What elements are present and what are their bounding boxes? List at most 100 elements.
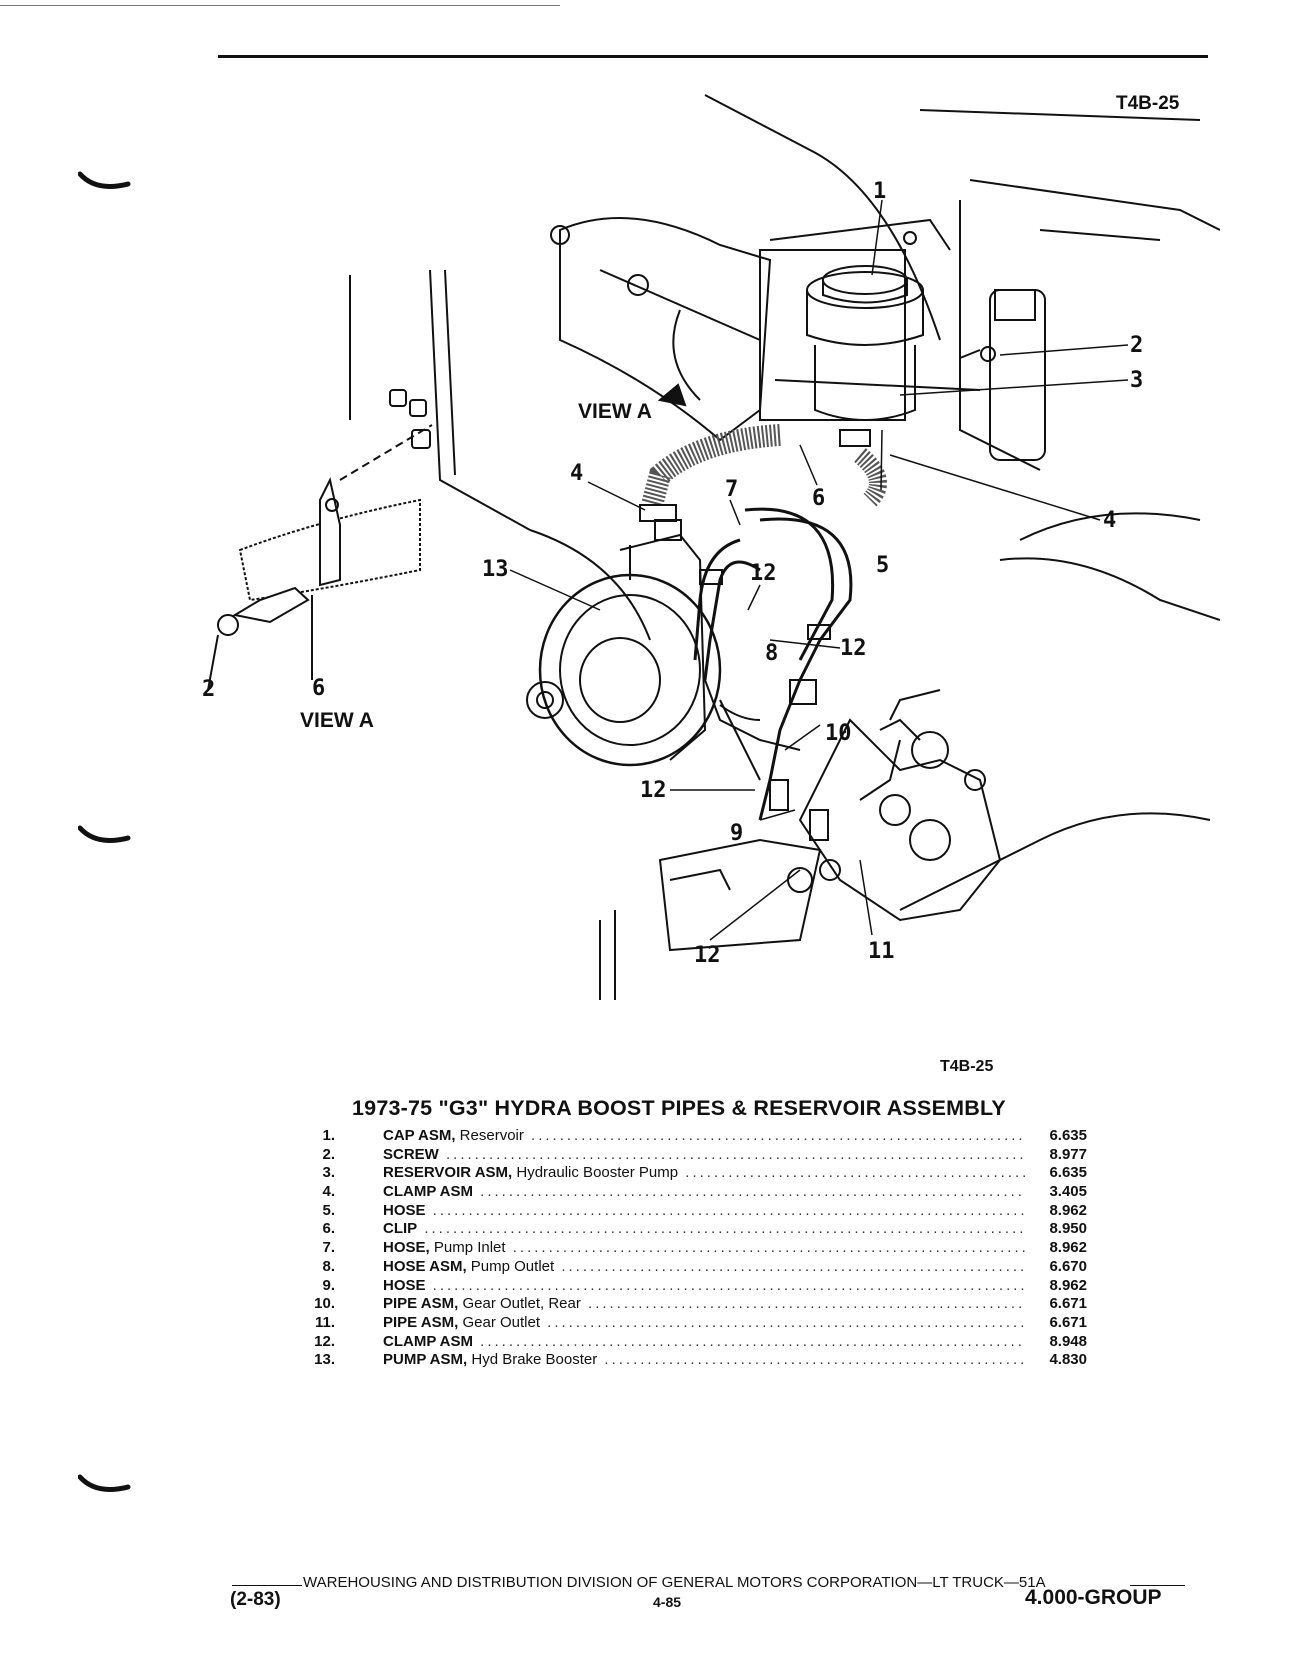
- leader-dots: ........................................…: [588, 1295, 1025, 1313]
- callout: 2: [1130, 333, 1143, 358]
- parts-list-row: 9. HOSE .................................…: [295, 1277, 1095, 1296]
- footer-rule-left: [232, 1585, 302, 1586]
- part-description: CLAMP ASM ..............................…: [383, 1333, 1025, 1352]
- callout: 2: [202, 677, 215, 702]
- part-number: 5.: [322, 1201, 335, 1219]
- engine-bay-outline: [349, 94, 1220, 1000]
- leader-dots: ........................................…: [446, 1145, 1025, 1163]
- callout-numbers: 1 2 3 4 4 5 6 6 7 8 9 10 11 12 12 12 12 …: [202, 179, 1143, 968]
- callout: 6: [812, 486, 825, 511]
- callout: 12: [840, 636, 867, 661]
- binder-ring-mark: [78, 825, 131, 843]
- callout: 10: [825, 721, 852, 746]
- part-code: 8.948: [1049, 1332, 1087, 1350]
- parts-list-row: 7.HOSE, Pump Inlet .....................…: [295, 1239, 1095, 1258]
- parts-list: 1. CAP ASM, Reservoir ...................…: [295, 1127, 1095, 1370]
- part-description: PIPE ASM, Gear Outlet, Rear ............…: [383, 1295, 1025, 1314]
- binder-ring-mark: [78, 171, 131, 189]
- callout: 3: [1130, 368, 1143, 393]
- view-a-caption: VIEW A: [300, 709, 374, 732]
- part-name: HOSE: [383, 1276, 426, 1294]
- callout: 6: [312, 676, 325, 701]
- part-detail: Hyd Brake Booster: [467, 1351, 598, 1369]
- part-code: 6.670: [1049, 1257, 1087, 1275]
- part-description: RESERVOIR ASM, Hydraulic Booster Pump ..…: [383, 1164, 1025, 1183]
- part-code: 8.962: [1049, 1201, 1087, 1219]
- leader-lines: [509, 199, 1129, 941]
- part-number: 12.: [314, 1332, 335, 1350]
- booster-assembly: [550, 200, 1046, 471]
- leader-dots: ........................................…: [561, 1257, 1025, 1275]
- leader-dots: ........................................…: [424, 1220, 1025, 1238]
- page-code: T4B-25: [1116, 93, 1180, 114]
- parts-list-row: 6. CLIP .................................…: [295, 1220, 1095, 1239]
- part-code: 8.950: [1049, 1220, 1087, 1238]
- footer-publisher-line: WAREHOUSING AND DISTRIBUTION DIVISION OF…: [303, 1574, 1046, 1591]
- callout: 4: [1103, 508, 1116, 533]
- part-description: SCREW ..................................…: [383, 1146, 1025, 1165]
- part-number: 9.: [322, 1276, 335, 1294]
- part-number: 6.: [322, 1220, 335, 1238]
- part-code: 6.635: [1049, 1127, 1087, 1144]
- part-detail: Gear Outlet: [458, 1313, 540, 1331]
- part-name: CLIP: [383, 1220, 418, 1238]
- figure-label: T4B-25: [940, 1058, 994, 1075]
- part-code: 3.405: [1049, 1183, 1087, 1201]
- callout: 12: [640, 778, 667, 803]
- parts-list-row: 4. CLAMP ASM ............................…: [295, 1183, 1095, 1202]
- part-code: 4.830: [1049, 1351, 1087, 1369]
- callout: 4: [570, 461, 583, 486]
- parts-list-row: 13.PUMP ASM, Hyd Brake Booster .........…: [295, 1351, 1095, 1370]
- leader-dots: ........................................…: [604, 1351, 1025, 1369]
- callout: 11: [868, 939, 895, 964]
- binder-ring-mark: [78, 1474, 131, 1492]
- part-detail: Pump Outlet: [466, 1257, 555, 1275]
- part-name: CLAMP ASM: [383, 1332, 473, 1350]
- part-description: CLIP ...................................…: [383, 1220, 1025, 1239]
- part-detail: Pump Inlet: [429, 1239, 506, 1257]
- callout: 7: [725, 477, 738, 502]
- part-description: HOSE ASM, Pump Outlet ..................…: [383, 1258, 1025, 1277]
- reservoir: [774, 265, 996, 421]
- part-description: CLAMP ASM ..............................…: [383, 1183, 1025, 1202]
- part-detail: Reservoir: [455, 1127, 524, 1144]
- part-name: HOSE: [383, 1201, 426, 1219]
- callout: 9: [730, 821, 743, 846]
- callout: 13: [482, 557, 509, 582]
- parts-list-row: 2.SCREW ................................…: [295, 1146, 1095, 1165]
- part-detail: Hydraulic Booster Pump: [512, 1164, 679, 1182]
- part-name: SCREW: [383, 1145, 439, 1163]
- page-title: 1973-75 "G3" HYDRA BOOST PIPES & RESERVO…: [352, 1096, 1006, 1120]
- part-number: 8.: [322, 1257, 335, 1275]
- part-number: 1.: [322, 1127, 335, 1144]
- steering-gear-area: [658, 689, 1002, 952]
- footer-date: (2-83): [230, 1589, 281, 1610]
- leader-dots: ........................................…: [432, 1276, 1025, 1294]
- part-name: RESERVOIR ASM,: [383, 1164, 513, 1182]
- leader-dots: ........................................…: [432, 1201, 1025, 1219]
- part-code: 8.962: [1049, 1276, 1087, 1294]
- part-description: PIPE ASM, Gear Outlet ..................…: [383, 1314, 1025, 1333]
- part-description: PUMP ASM, Hyd Brake Booster ............…: [383, 1351, 1025, 1370]
- pump-inlet-hose: [639, 424, 887, 522]
- part-number: 4.: [322, 1183, 335, 1201]
- part-number: 11.: [314, 1313, 335, 1331]
- leader-dots: ........................................…: [512, 1239, 1025, 1257]
- parts-list-row: 11. PIPE ASM, Gear Outlet ...............…: [295, 1314, 1095, 1333]
- callout: 8: [765, 641, 778, 666]
- view-a-detail: [207, 389, 433, 691]
- leader-dots: ........................................…: [685, 1164, 1025, 1182]
- parts-list-row: 5. HOSE .................................…: [295, 1202, 1095, 1221]
- parts-list-row: 10.PIPE ASM, Gear Outlet, Rear .........…: [295, 1295, 1095, 1314]
- part-name: PIPE ASM,: [383, 1313, 459, 1331]
- part-code: 6.671: [1049, 1295, 1087, 1313]
- part-name: CAP ASM,: [383, 1127, 456, 1144]
- part-code: 6.671: [1049, 1313, 1087, 1331]
- view-a-arrow-label: VIEW A: [578, 400, 652, 423]
- part-description: HOSE ...................................…: [383, 1277, 1025, 1296]
- parts-list-row: 3.RESERVOIR ASM, Hydraulic Booster Pump …: [295, 1164, 1095, 1183]
- callout: 12: [694, 943, 721, 968]
- pump-outlet-hoses: [693, 507, 853, 821]
- leader-dots: ........................................…: [480, 1183, 1025, 1201]
- footer-rule-right: [1130, 1585, 1185, 1586]
